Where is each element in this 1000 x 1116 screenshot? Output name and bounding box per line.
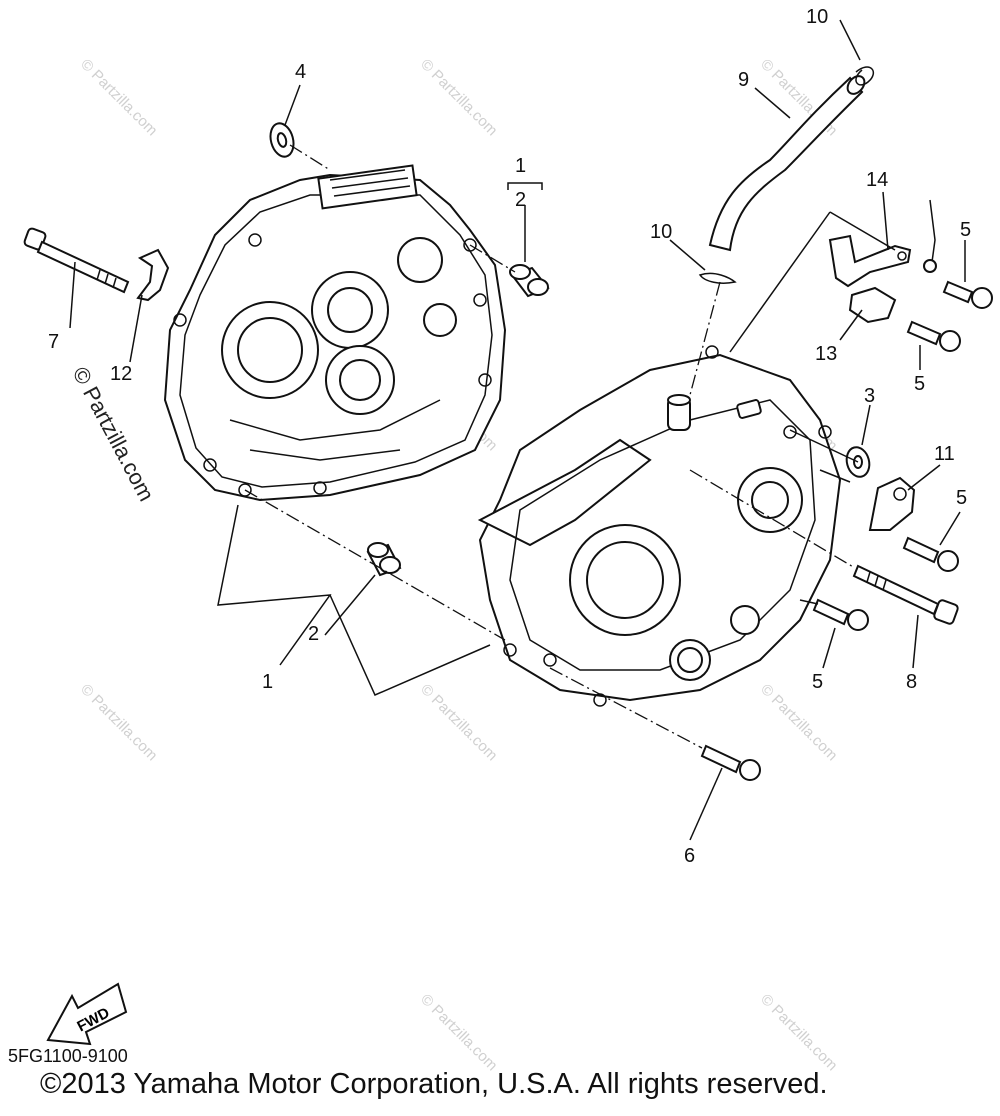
callout-3: 3 [864, 385, 875, 407]
part-8-bolt [852, 564, 959, 625]
fwd-arrow-icon: FWD [46, 982, 128, 1046]
part-10-clamp-mid [698, 272, 737, 284]
part-5-bolt-b [906, 320, 961, 352]
diagram-code: 5FG1100-9100 [8, 1046, 128, 1066]
callout-2-bottom: 2 [308, 623, 319, 645]
callout-4: 4 [295, 61, 306, 83]
part-10-clamp-top [855, 66, 874, 86]
watermark: © Partzilla.com [417, 681, 500, 764]
callout-9: 9 [738, 69, 749, 91]
callout-12: 12 [110, 363, 132, 385]
callout-14: 14 [866, 169, 888, 191]
watermark: © Partzilla.com [77, 56, 160, 139]
part-2-dowel-bottom [366, 542, 402, 577]
part-6-bolt [700, 744, 761, 781]
part-7-bolt [23, 227, 130, 294]
part-4-washer [269, 122, 295, 158]
callout-5-b: 5 [914, 373, 925, 395]
callout-5-a: 5 [960, 219, 971, 241]
part-5-bolt-a [942, 280, 993, 309]
copyright-notice: ©2013 Yamaha Motor Corporation, U.S.A. A… [40, 1068, 828, 1100]
watermark: © Partzilla.com [417, 991, 500, 1074]
callout-10-top: 10 [806, 6, 828, 28]
part-11-plate [868, 476, 916, 531]
watermark: © Partzilla.com [757, 681, 840, 764]
part-5-bolt-d [812, 598, 869, 631]
part-12-clip [136, 248, 170, 302]
watermark: © Partzilla.com [77, 681, 160, 764]
callout-10-mid: 10 [650, 221, 672, 243]
callout-8: 8 [906, 671, 917, 693]
right-crankcase [477, 345, 842, 707]
wire-terminal [929, 199, 936, 263]
part-13-clamp [848, 286, 897, 324]
part-14-bracket [828, 234, 912, 288]
callout-13: 13 [815, 343, 837, 365]
callout-1-top: 1 [515, 155, 526, 177]
watermark: © Partzilla.com [417, 56, 500, 139]
part-9-hose [708, 75, 866, 252]
callout-6: 6 [684, 845, 695, 867]
leader-lines [69, 19, 966, 841]
left-crankcase [163, 164, 507, 502]
part-5-bolt-c [902, 536, 959, 572]
callout-5-d: 5 [812, 671, 823, 693]
part-2-dowel-top [509, 264, 550, 298]
callout-5-c: 5 [956, 487, 967, 509]
callout-7: 7 [48, 331, 59, 353]
callout-11: 11 [934, 443, 955, 465]
callout-1-bottom: 1 [262, 671, 273, 693]
callout-2-top: 2 [515, 189, 526, 211]
watermark: © Partzilla.com [757, 991, 840, 1074]
